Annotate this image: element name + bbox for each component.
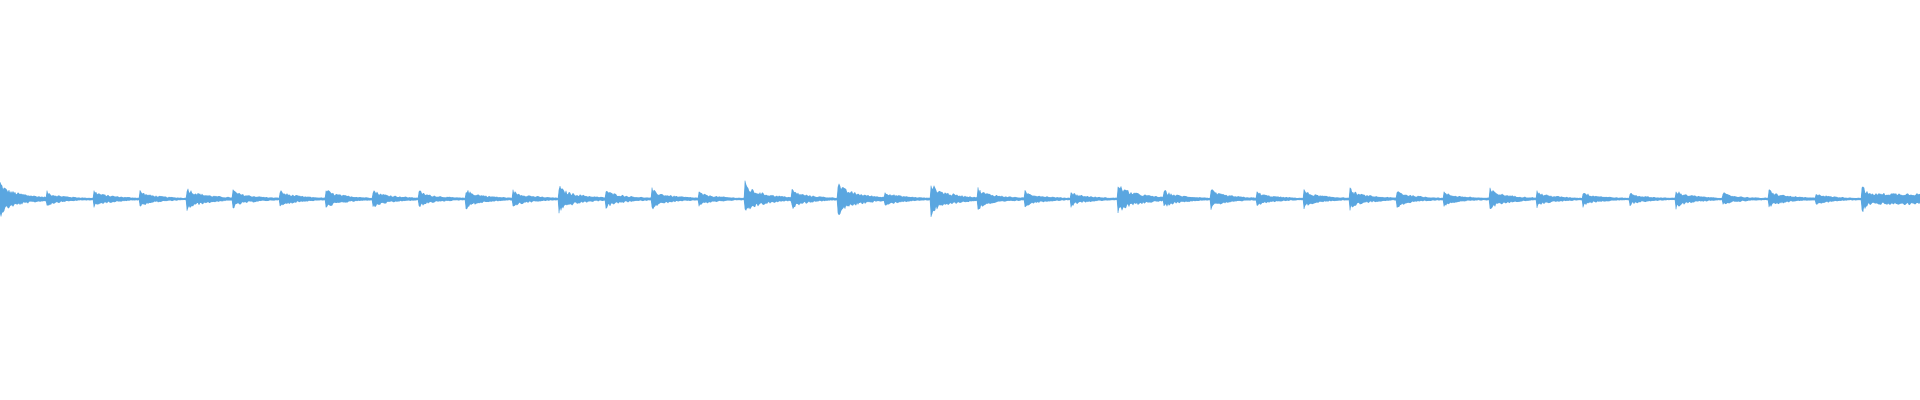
- waveform-graphic: [0, 180, 1920, 217]
